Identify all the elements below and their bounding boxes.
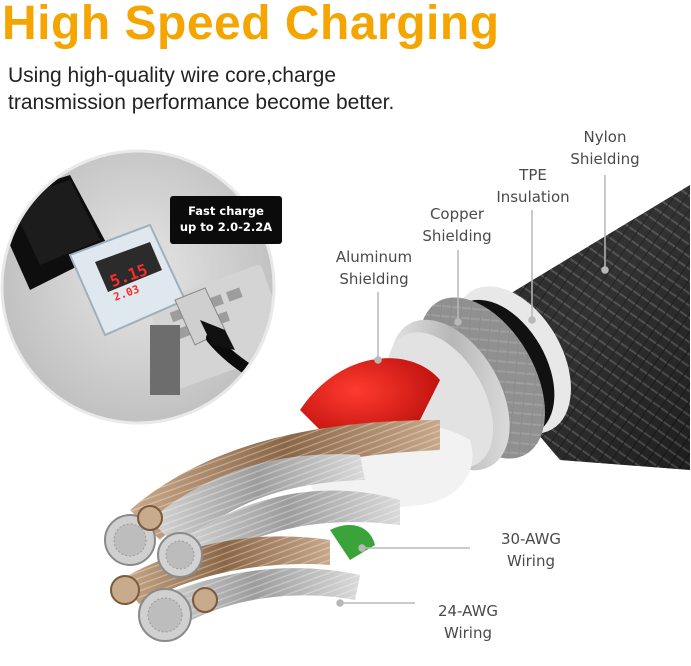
fast-charge-callout: Fast charge up to 2.0-2.2A [170, 196, 282, 244]
callout-line-2: up to 2.0-2.2A [179, 220, 273, 234]
bundle-ends [104, 505, 218, 642]
label-aluminum-shielding: Aluminum Shielding [335, 248, 413, 288]
subtitle-line-1: Using high-quality wire core,charge [8, 64, 336, 87]
callout-line-1: Fast charge [188, 204, 264, 218]
charger-inset: 5.15 2.03 [2, 151, 274, 423]
leader-lines [336, 175, 609, 607]
subtitle: Using high-quality wire core,charge tran… [8, 62, 394, 116]
label-24-awg-wiring: 24-AWG Wiring [437, 602, 499, 642]
label-nylon-shielding: Nylon Shielding [570, 128, 640, 168]
label-30-awg-wiring: 30-AWG Wiring [500, 530, 562, 570]
page-title: High Speed Charging [2, 0, 500, 50]
subtitle-line-2: transmission performance become better. [8, 91, 395, 114]
strand-bundles [104, 420, 440, 642]
label-tpe-insulation: TPE Insulation [496, 166, 570, 206]
label-copper-shielding: Copper Shielding [422, 205, 492, 245]
